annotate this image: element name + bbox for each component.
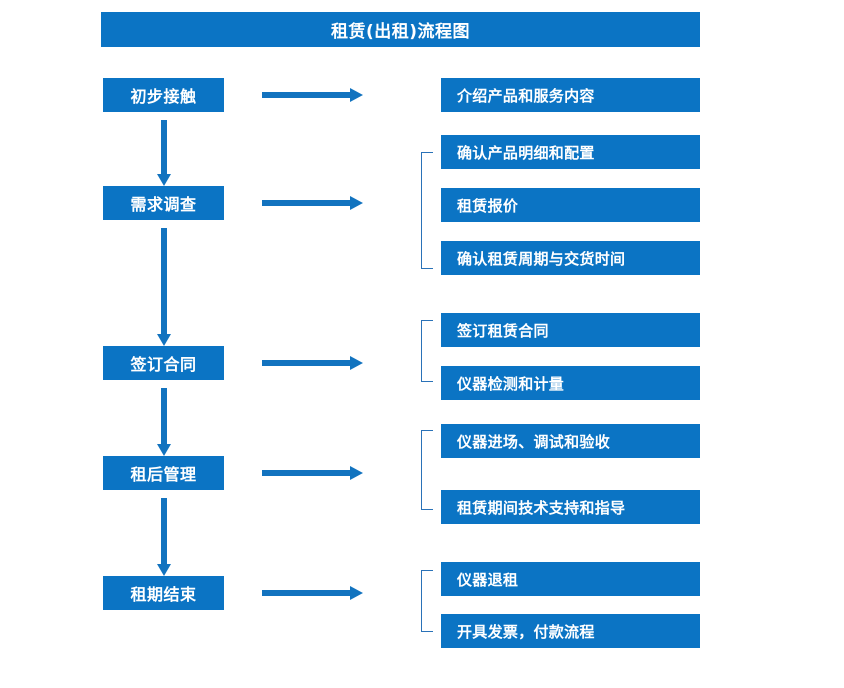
- arrow-shaft: [161, 228, 167, 334]
- arrow-head-icon: [350, 196, 363, 210]
- horizontal-arrow-4: [262, 466, 363, 480]
- arrow-shaft: [262, 92, 352, 98]
- horizontal-arrow-2: [262, 196, 363, 210]
- detail-box-sign-rental-contract[interactable]: 签订租赁合同: [441, 313, 700, 347]
- detail-box-technical-support[interactable]: 租赁期间技术支持和指导: [441, 490, 700, 524]
- arrow-shaft: [262, 200, 352, 206]
- arrow-head-icon: [350, 586, 363, 600]
- arrow-head-icon: [157, 564, 171, 576]
- diagram-title: 租赁(出租)流程图: [101, 12, 700, 47]
- arrow-shaft: [262, 360, 352, 366]
- group-bracket-needs-survey: [421, 152, 433, 269]
- detail-box-confirm-rental-period[interactable]: 确认租赁周期与交货时间: [441, 241, 700, 275]
- detail-box-introduce-products[interactable]: 介绍产品和服务内容: [441, 78, 700, 112]
- arrow-shaft: [262, 590, 352, 596]
- horizontal-arrow-5: [262, 586, 363, 600]
- detail-box-invoice-payment[interactable]: 开具发票，付款流程: [441, 614, 700, 648]
- arrow-head-icon: [350, 356, 363, 370]
- stage-box-post-rental-management[interactable]: 租后管理: [103, 456, 224, 490]
- detail-box-instrument-delivery-commissioning[interactable]: 仪器进场、调试和验收: [441, 424, 700, 458]
- horizontal-arrow-3: [262, 356, 363, 370]
- arrow-head-icon: [157, 334, 171, 346]
- detail-box-confirm-product-details[interactable]: 确认产品明细和配置: [441, 135, 700, 169]
- arrow-shaft: [262, 470, 352, 476]
- vertical-arrow-1: [157, 120, 171, 186]
- arrow-head-icon: [157, 174, 171, 186]
- vertical-arrow-2: [157, 228, 171, 346]
- group-bracket-sign-contract: [421, 320, 433, 382]
- stage-box-needs-survey[interactable]: 需求调查: [103, 186, 224, 220]
- group-bracket-post-rental-management: [421, 430, 433, 510]
- vertical-arrow-3: [157, 388, 171, 456]
- arrow-shaft: [161, 120, 167, 174]
- horizontal-arrow-1: [262, 88, 363, 102]
- detail-box-instrument-return[interactable]: 仪器退租: [441, 562, 700, 596]
- arrow-head-icon: [350, 88, 363, 102]
- arrow-head-icon: [350, 466, 363, 480]
- detail-box-instrument-inspection[interactable]: 仪器检测和计量: [441, 366, 700, 400]
- stage-box-initial-contact[interactable]: 初步接触: [103, 78, 224, 112]
- arrow-shaft: [161, 498, 167, 564]
- stage-box-lease-end[interactable]: 租期结束: [103, 576, 224, 610]
- vertical-arrow-4: [157, 498, 171, 576]
- stage-box-sign-contract[interactable]: 签订合同: [103, 346, 224, 380]
- arrow-shaft: [161, 388, 167, 444]
- detail-box-rental-quotation[interactable]: 租赁报价: [441, 188, 700, 222]
- arrow-head-icon: [157, 444, 171, 456]
- group-bracket-lease-end: [421, 570, 433, 632]
